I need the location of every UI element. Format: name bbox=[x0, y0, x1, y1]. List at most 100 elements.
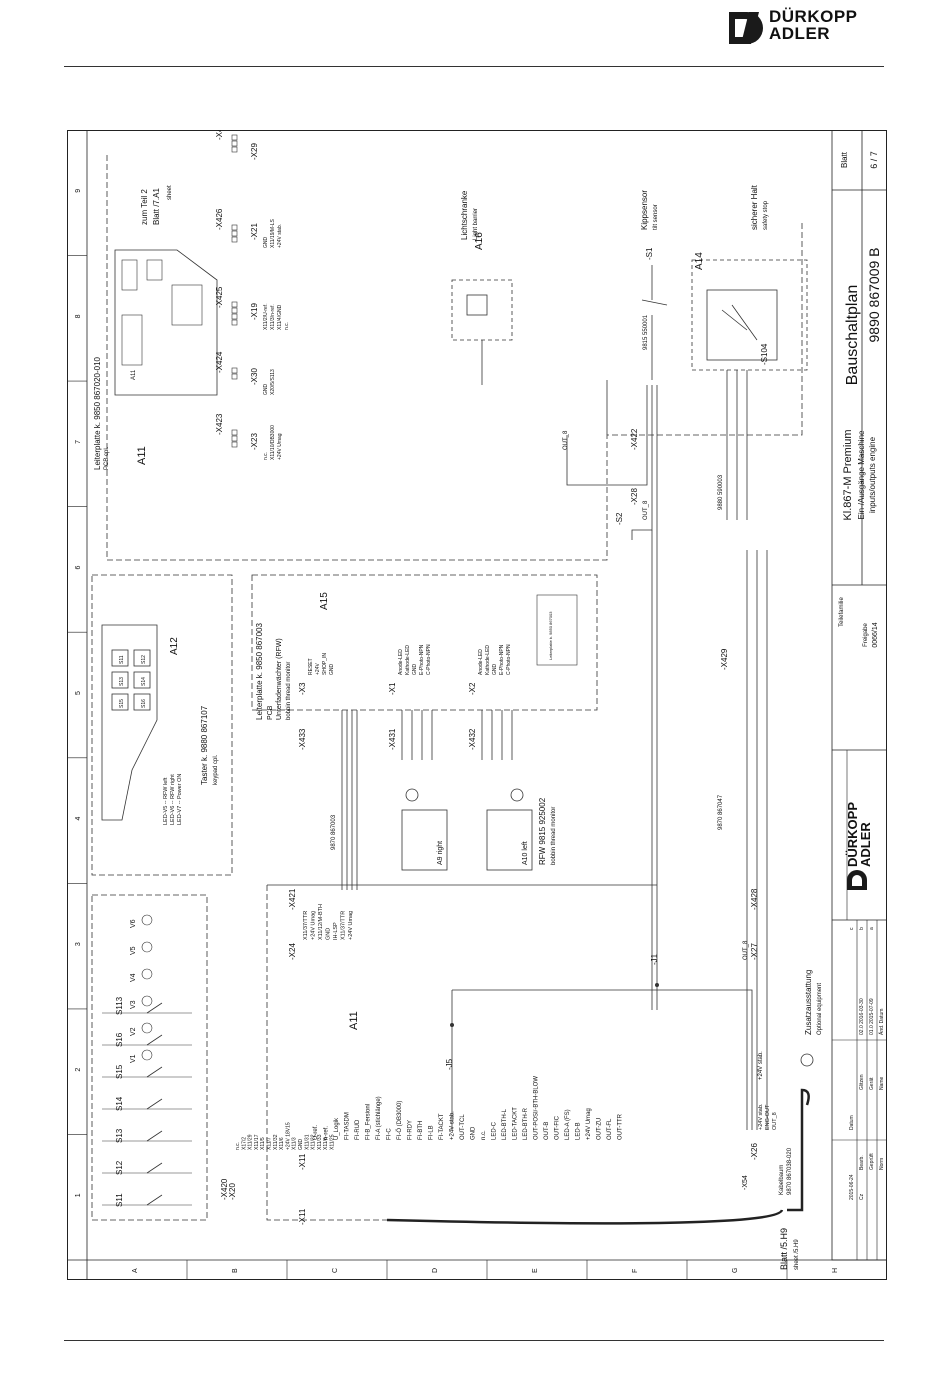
conn-x27: -X27 bbox=[750, 943, 759, 960]
signal-label: X20/5/S113 bbox=[270, 369, 276, 395]
signal-label: X11/7 bbox=[267, 1137, 273, 1150]
signal-label: OUT-TCL bbox=[460, 1114, 466, 1140]
signal-label: X11/37/TTR bbox=[303, 911, 309, 940]
sheet-value: 6 / 7 bbox=[869, 151, 879, 169]
title-logo-line2: ADLER bbox=[858, 822, 873, 867]
rfw-part: RFW 9815 925002 bbox=[538, 797, 547, 865]
rev-b: b bbox=[859, 927, 865, 930]
keypad-key bbox=[111, 671, 129, 689]
connector-pin bbox=[231, 301, 238, 308]
brand-line2: ADLER bbox=[769, 24, 831, 43]
bottom-notes: Zusatzausstattung Optional equipment Kab… bbox=[386, 970, 823, 1270]
cable-1: 9815 550001 bbox=[643, 314, 649, 350]
connector-pin bbox=[231, 319, 238, 326]
led-legend-item: LED-V5 -- RFW left bbox=[163, 777, 169, 825]
conn-x11-a: -X11 bbox=[298, 1208, 307, 1225]
conn-x422-label: -X422 bbox=[630, 428, 639, 450]
zum-teil: zum Teil 2 bbox=[140, 189, 149, 225]
signal-label: X11/37/TTR bbox=[341, 911, 347, 940]
grid-row-label: G bbox=[732, 1268, 739, 1273]
s104-label: -S104 bbox=[760, 343, 769, 365]
rev-b-date: 02.0 2016-03-30 bbox=[859, 998, 865, 1035]
signal-label: FI-B_Fersionl bbox=[366, 1104, 372, 1140]
keypad-key-label: S12 bbox=[141, 655, 147, 664]
x27-signal: OUT_8 bbox=[743, 940, 749, 960]
conn-x429: -X429 bbox=[720, 648, 729, 670]
signal-label: FI-A (stichlänge) bbox=[376, 1096, 382, 1140]
grid-row-label: H bbox=[832, 1268, 839, 1273]
conn-x21: -X21 bbox=[250, 223, 259, 240]
switch-label: S16 bbox=[115, 1032, 124, 1047]
conn-x421: -X421 bbox=[288, 888, 297, 910]
signal-label: OUT-FIC bbox=[555, 1115, 561, 1140]
signal-label: X11/3 bbox=[292, 1137, 298, 1150]
header-rule bbox=[64, 66, 884, 67]
signal-label: FI-LB bbox=[429, 1125, 435, 1140]
sheet-border bbox=[67, 130, 887, 1280]
connector-pin bbox=[231, 236, 238, 243]
connector-pin bbox=[231, 134, 238, 141]
signal-label: LED-A (FS) bbox=[565, 1109, 571, 1140]
signal-label: X11/17 bbox=[254, 1134, 260, 1150]
grid-row-label: C bbox=[332, 1268, 339, 1273]
signal-label: X11/32 bbox=[273, 1134, 279, 1150]
signal-label: IH-LSP bbox=[333, 922, 339, 940]
signal-label: X11/31 bbox=[304, 1134, 310, 1150]
led-legend-item: LED-V6 -- RFW right bbox=[170, 774, 176, 825]
signal-label: GND bbox=[298, 1139, 304, 1151]
signal-label: GND bbox=[329, 664, 335, 676]
signal-label: +24V Umag bbox=[311, 911, 317, 940]
brand-name: DÜRKOPP ADLER bbox=[769, 8, 858, 42]
taster-label: Taster k. 9880 867107 bbox=[200, 705, 209, 785]
signal-label: Anode-LED bbox=[478, 649, 484, 675]
conn-x420: -X420 bbox=[220, 1178, 229, 1200]
conn-x431: -X431 bbox=[388, 728, 397, 750]
grid-row-label: A bbox=[132, 1268, 139, 1273]
conn-x26: -X26 bbox=[750, 1143, 759, 1160]
signal-label: +24V Umag bbox=[277, 433, 283, 460]
rfwl-pcb-en: PCB bbox=[267, 705, 274, 720]
title-bauschaltplan: Bauschaltplan bbox=[844, 285, 861, 386]
switch-label: S13 bbox=[115, 1128, 124, 1143]
grid-row-label: B bbox=[232, 1268, 239, 1273]
signal-label: X11/5 bbox=[260, 1137, 266, 1150]
signal-label: X11/19/M-LS bbox=[270, 219, 276, 248]
keypad-key bbox=[133, 693, 151, 711]
conn-x30: -X30 bbox=[250, 368, 259, 385]
signal-label: X11/10/DB3000 bbox=[270, 425, 276, 460]
signal-label: X11/12/M-BTH bbox=[318, 904, 324, 940]
signal-label: OUT_8 bbox=[772, 1112, 778, 1130]
a14-label: A14 bbox=[694, 252, 705, 270]
conn-j5: -J5 bbox=[445, 1058, 454, 1070]
keypad-key bbox=[111, 649, 129, 667]
rfwl-title: Unterfadenwächter (RFW) bbox=[276, 638, 283, 720]
cable-4: 9870 867047 bbox=[718, 794, 724, 830]
signal-label: X11/2/U-ref. bbox=[263, 303, 269, 330]
signal-label: E-Photo-NPN bbox=[419, 644, 425, 675]
title-block: Bauschaltplan 9890 867009 B Blatt 6 / 7 … bbox=[831, 129, 888, 1261]
signal-label: X17/2 bbox=[241, 1137, 247, 1150]
signal-label: U-ref. bbox=[313, 1125, 319, 1140]
s1-label: -S1 bbox=[645, 247, 654, 260]
sheet-5h9: sheet /5.H9 bbox=[794, 1239, 800, 1270]
signal-label: n-ref. bbox=[324, 1126, 330, 1140]
connector-pin bbox=[231, 224, 238, 231]
led-label: V2 bbox=[130, 1027, 137, 1036]
rev-a: a bbox=[869, 927, 875, 930]
signal-label: OUT-TTR bbox=[618, 1113, 624, 1140]
signal-label: X11/25 bbox=[330, 1134, 336, 1150]
keypad-key bbox=[111, 693, 129, 711]
signal-label: Kathode-LED bbox=[485, 645, 491, 675]
signal-label: X11/3/n-ref. bbox=[270, 304, 276, 330]
a14-safety-stop: sicherer Halt safety stop A14 -S104 9880… bbox=[691, 184, 808, 520]
conn-x432: -X432 bbox=[468, 728, 477, 750]
grid-column-label: 6 bbox=[75, 565, 82, 569]
grid-column-label: 3 bbox=[75, 942, 82, 946]
cable-2: 9880 590003 bbox=[718, 474, 724, 510]
safety-stop-label: safety stop bbox=[763, 200, 769, 230]
led-label: V3 bbox=[130, 1000, 137, 1009]
blatt-ref: Blatt /7.A1 bbox=[152, 188, 161, 225]
